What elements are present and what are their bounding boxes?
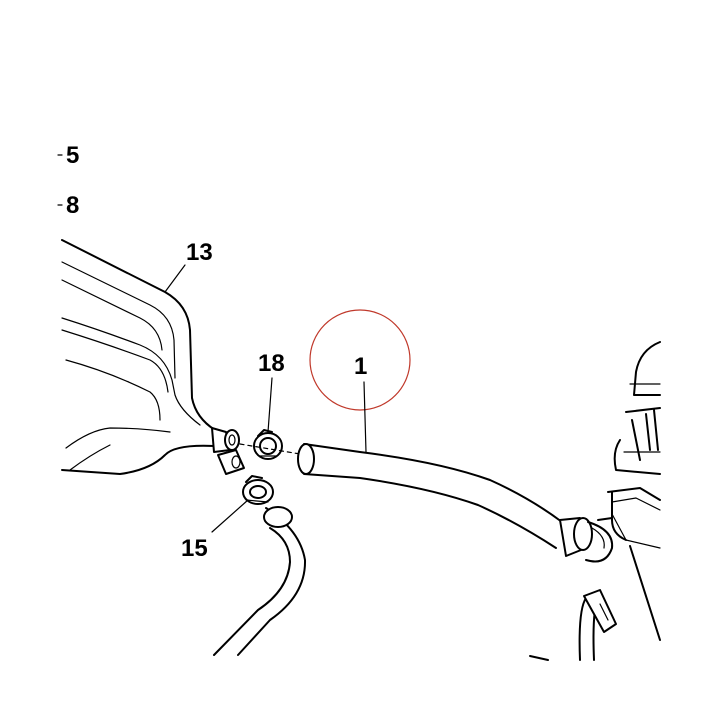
callout-1: 1 bbox=[354, 353, 367, 453]
t-connector bbox=[211, 427, 245, 475]
hose-clamp-15 bbox=[242, 475, 274, 505]
hose-clamp-18 bbox=[253, 429, 283, 460]
callout-5-label: 5 bbox=[66, 142, 79, 169]
callout-13-label: 13 bbox=[186, 239, 213, 266]
reservoir-tank bbox=[61, 239, 216, 475]
callout-8-label: 8 bbox=[66, 192, 79, 219]
highlight-circle bbox=[309, 309, 411, 411]
hose-1 bbox=[297, 443, 614, 563]
callout-5: 5 bbox=[57, 142, 79, 169]
callout-15-label: 15 bbox=[181, 535, 208, 562]
callout-1-label: 1 bbox=[354, 353, 367, 380]
right-assembly bbox=[529, 341, 661, 661]
callout-8: 8 bbox=[57, 192, 79, 219]
lower-hose bbox=[213, 506, 307, 656]
alignment-line bbox=[239, 443, 301, 455]
callout-13: 13 bbox=[164, 239, 213, 293]
callout-18: 18 bbox=[258, 350, 285, 433]
callout-18-label: 18 bbox=[258, 350, 285, 377]
callout-15: 15 bbox=[181, 499, 249, 562]
